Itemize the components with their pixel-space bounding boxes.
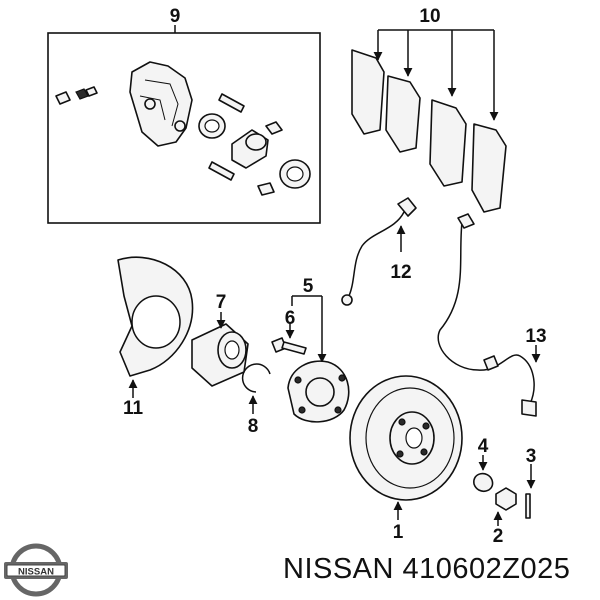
- caliper-kit-group: [47, 25, 321, 224]
- callout-6: 6: [285, 308, 296, 329]
- callout-2: 2: [493, 526, 504, 547]
- brake-disc: [349, 375, 463, 520]
- callout-1: 1: [393, 522, 404, 543]
- abs-sensor: [437, 213, 541, 417]
- hub-nut-parts: [473, 455, 536, 526]
- callout-10: 10: [419, 6, 440, 27]
- wheel-bearing: [191, 312, 249, 387]
- hub-bolt: [271, 322, 307, 355]
- callout-5: 5: [303, 276, 314, 297]
- callout-8: 8: [248, 416, 259, 437]
- part-number-label: NISSAN 410602Z025: [283, 553, 571, 585]
- wheel-hub: [287, 295, 350, 423]
- callout-3: 3: [526, 446, 537, 467]
- callout-9: 9: [170, 6, 181, 27]
- callout-12: 12: [390, 262, 411, 283]
- logo-text: NISSAN: [18, 567, 54, 578]
- callout-7: 7: [216, 292, 227, 313]
- brake-pads-group: [351, 29, 507, 213]
- callout-4: 4: [478, 436, 489, 457]
- nissan-logo: NISSAN: [4, 543, 68, 597]
- snap-ring: [241, 363, 271, 414]
- callout-11: 11: [123, 398, 144, 419]
- callout-13: 13: [525, 326, 546, 347]
- dust-shield: [117, 256, 194, 398]
- brake-hose: [341, 197, 417, 306]
